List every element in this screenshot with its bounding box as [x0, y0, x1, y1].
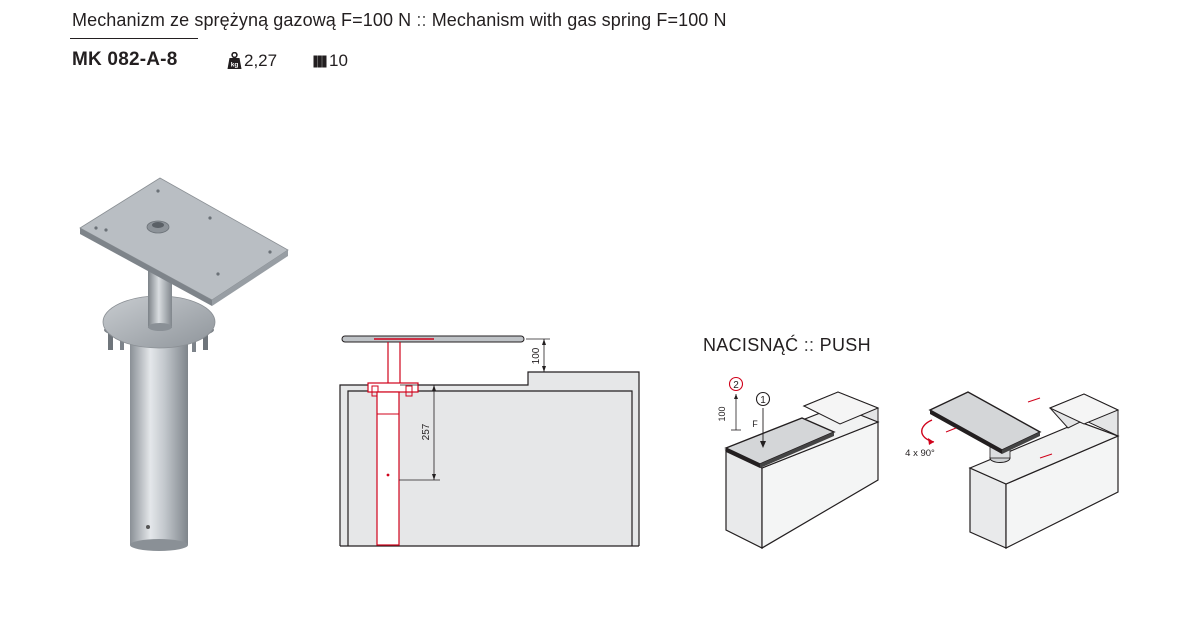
push-label-separator: :: — [803, 335, 815, 355]
push-label-polish: NACISNĄĆ — [703, 335, 799, 355]
push-instruction-label: NACISNĄĆ :: PUSH — [703, 335, 871, 356]
weight-value: 2,27 — [244, 51, 278, 70]
weight-icon: kg — [227, 52, 242, 69]
travel-dimension: 100 — [717, 406, 727, 421]
package-quantity: 10 — [329, 51, 348, 70]
title-polish: Mechanizm ze sprężyną gazową F=100 N — [72, 10, 412, 30]
title-underline — [70, 38, 198, 39]
title-separator: :: — [416, 10, 427, 30]
technical-drawing: 100 257 — [339, 335, 640, 547]
push-label-english: PUSH — [819, 335, 871, 355]
step-1-marker: 1 — [760, 395, 766, 406]
rotate-step-illustration: 4 x 90° — [905, 391, 1120, 549]
dimension-height: 100 — [531, 347, 542, 364]
rotation-label: 4 x 90° — [905, 448, 935, 459]
product-photo — [79, 177, 289, 551]
package-info: 10 — [313, 51, 348, 71]
push-step-illustration: 2 1 100 F — [717, 376, 880, 550]
product-code: MK 082-A-8 — [72, 49, 178, 70]
product-title: Mechanizm ze sprężyną gazową F=100 N :: … — [72, 10, 727, 31]
weight-info: kg 2,27 — [227, 51, 277, 71]
force-label: F — [752, 419, 758, 429]
dimension-depth: 257 — [421, 423, 432, 440]
package-icon — [313, 55, 327, 68]
svg-text:kg: kg — [231, 62, 239, 69]
title-english: Mechanism with gas spring F=100 N — [431, 10, 727, 30]
step-2-marker: 2 — [733, 380, 739, 391]
